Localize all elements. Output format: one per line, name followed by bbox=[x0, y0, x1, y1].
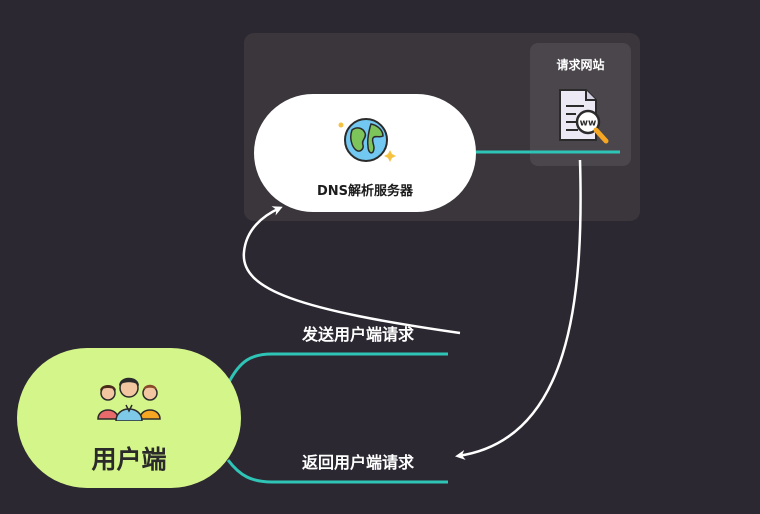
return-request-label: 返回用户端请求 bbox=[302, 453, 415, 472]
send-branch-connector bbox=[226, 352, 448, 385]
svg-text:ww: ww bbox=[580, 119, 597, 129]
return-branch-connector bbox=[226, 459, 448, 484]
sparkle-icon bbox=[337, 114, 345, 133]
return-arrow bbox=[455, 159, 582, 460]
send-request-label: 发送用户端请求 bbox=[302, 325, 415, 344]
globe-icon bbox=[343, 116, 397, 170]
send-arrow bbox=[242, 206, 461, 335]
web-document-search-icon: ww bbox=[556, 88, 610, 148]
dns-server-label: DNS解析服务器 bbox=[316, 184, 414, 199]
user-label: 用户端 bbox=[91, 445, 167, 474]
user-group-icon bbox=[96, 375, 162, 425]
website-label: 请求网站 bbox=[556, 58, 605, 72]
